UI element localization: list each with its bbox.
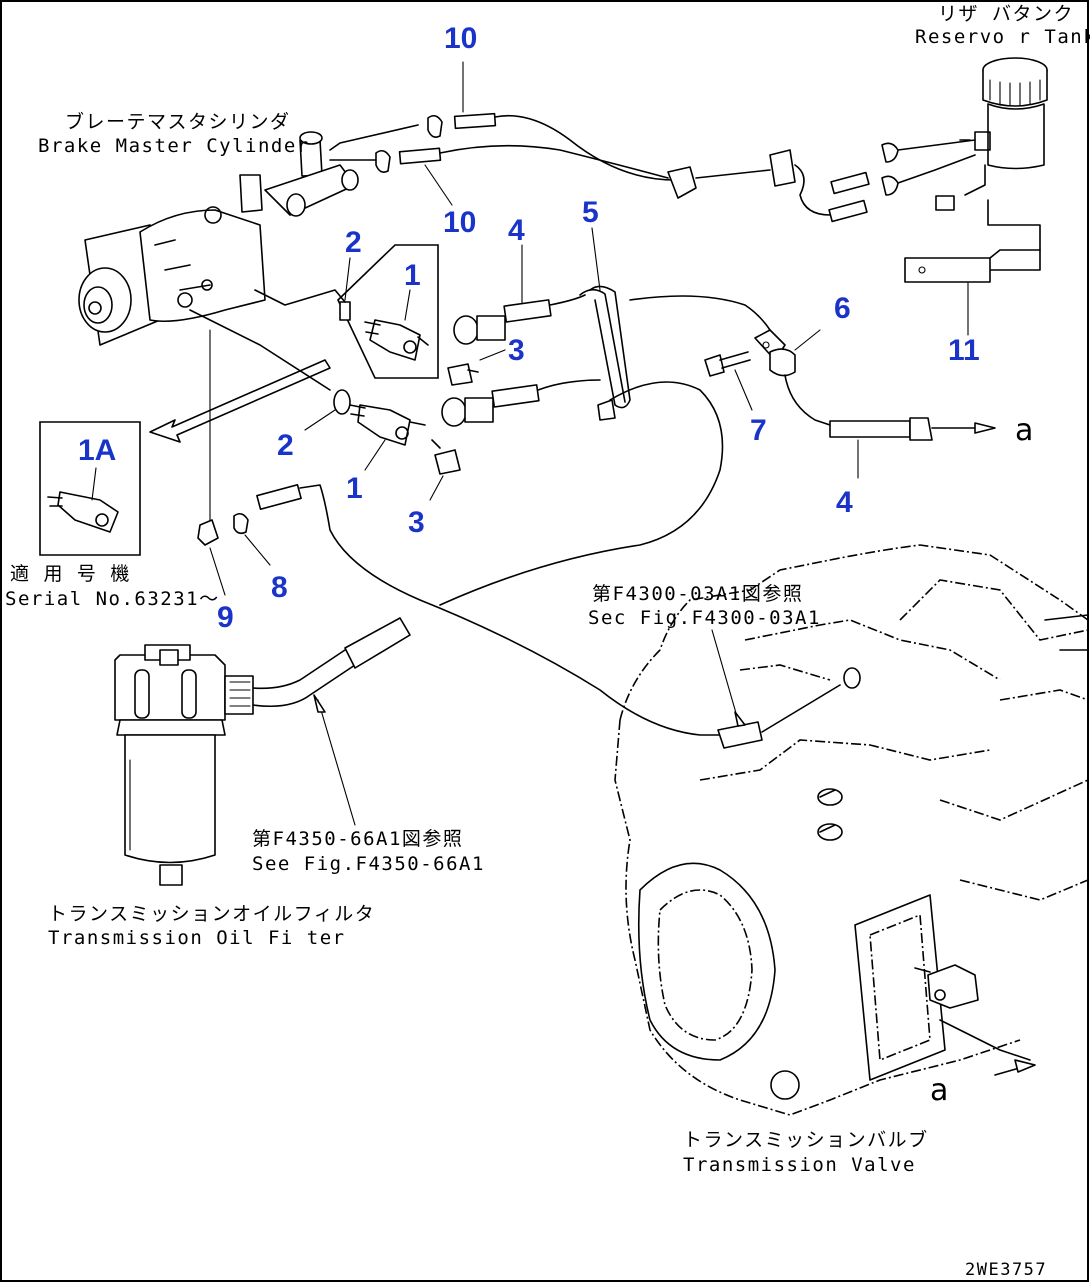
- bolt-3-top: [447, 363, 479, 386]
- brake-label-jp: ブレーテマスタシリンダ: [65, 110, 291, 133]
- callout-1a: 1A: [78, 434, 116, 467]
- transmission-oil-filter: [114, 644, 254, 886]
- leader-1-mid: [364, 439, 386, 471]
- bolt-7: [704, 351, 751, 377]
- bolt-3-mid: [431, 439, 461, 475]
- callout-3-top: 3: [508, 334, 525, 367]
- callout-3-mid: 3: [408, 506, 425, 539]
- clip-6: [754, 329, 796, 377]
- callout-8: 8: [271, 571, 288, 604]
- leader-2-top: [344, 257, 351, 301]
- ring-2-mid: [333, 389, 351, 415]
- leader-1a: [91, 467, 97, 501]
- callout-10-mid: 10: [443, 206, 476, 239]
- leader-7: [734, 369, 753, 411]
- arrow-to-1a: [149, 359, 331, 443]
- hose-4-top: [453, 294, 586, 345]
- mark-a-bottom: a: [930, 1073, 948, 1108]
- leader-8: [244, 534, 271, 566]
- pipe-assembly-10: [375, 112, 976, 223]
- callout-5: 5: [582, 196, 599, 229]
- leader-3-top: [479, 349, 506, 361]
- leader-9: [209, 547, 226, 596]
- reservoir-label-jp: リザ バタンク: [938, 3, 1074, 25]
- arrow-ref1: [734, 711, 746, 727]
- callout-2-top: 2: [345, 226, 362, 259]
- fitting-9: [197, 519, 219, 546]
- leader-5: [591, 227, 601, 291]
- callout-4-top: 4: [508, 214, 525, 247]
- ref2-label-jp: 第F4350-66A1図参照: [252, 828, 463, 850]
- reservoir-tank: [904, 57, 1048, 283]
- filter-hose: [252, 617, 411, 708]
- switch-1a: [47, 491, 119, 533]
- serial-label-jp: 適 用 号 機: [10, 563, 131, 585]
- filter-label-en: Transmission Oil Fi ter: [48, 927, 346, 949]
- callout-11: 11: [948, 334, 980, 367]
- callout-9: 9: [217, 601, 234, 634]
- reservoir-label-en: Reservo r Tank: [915, 26, 1090, 48]
- ring-8: [233, 512, 249, 535]
- inset-box-1a: [39, 421, 141, 556]
- hose-4-right: [784, 374, 996, 441]
- hose-5: [439, 285, 771, 606]
- transmission-valve: [614, 544, 1089, 1116]
- callout-7: 7: [750, 414, 767, 447]
- leader-1-top: [404, 289, 411, 321]
- inset-box-switch: [337, 244, 439, 379]
- brake-switch-mid: [349, 404, 426, 446]
- leader-3-mid: [429, 475, 444, 501]
- leader-2-mid: [304, 409, 336, 431]
- arrow-filter-ref: [313, 694, 326, 713]
- leader-ref1: [711, 629, 739, 721]
- ref1-label-jp: 第F4300-03A1図参照: [592, 583, 803, 605]
- callout-10-top: 10: [444, 22, 477, 55]
- leader-10-mid: [424, 164, 453, 206]
- leader-a-bottom: [939, 1019, 1031, 1061]
- leader-filter-ref: [317, 699, 356, 826]
- brake-switch-top: [364, 319, 429, 361]
- filter-label-jp: トランスミッションオイルフィルタ: [48, 903, 375, 925]
- valve-label-en: Transmission Valve: [683, 1154, 916, 1176]
- callout-1-mid: 1: [346, 472, 363, 505]
- leader-6: [794, 329, 821, 351]
- hose-4-lower: [441, 379, 601, 427]
- connector-2-top: [339, 301, 351, 321]
- brake-master-cylinder: [78, 124, 419, 346]
- serial-label-en: Serial No.63231〜: [5, 588, 220, 610]
- callout-1-top: 1: [404, 259, 421, 292]
- ref1-label-en: Sec Fig.F4300-03A1: [588, 607, 821, 629]
- callout-2-mid: 2: [277, 429, 294, 462]
- mark-a-right: a: [1015, 413, 1033, 448]
- callout-4-right: 4: [836, 486, 853, 519]
- brake-label-en: Brake Master Cylinder: [38, 135, 310, 157]
- callout-6: 6: [834, 292, 851, 325]
- hose-to-transmission: [256, 484, 861, 749]
- ref2-label-en: See Fig.F4350-66A1: [252, 853, 485, 875]
- valve-label-jp: トランスミッションバルブ: [683, 1128, 929, 1151]
- drawing-code: 2WE3757: [965, 1260, 1047, 1280]
